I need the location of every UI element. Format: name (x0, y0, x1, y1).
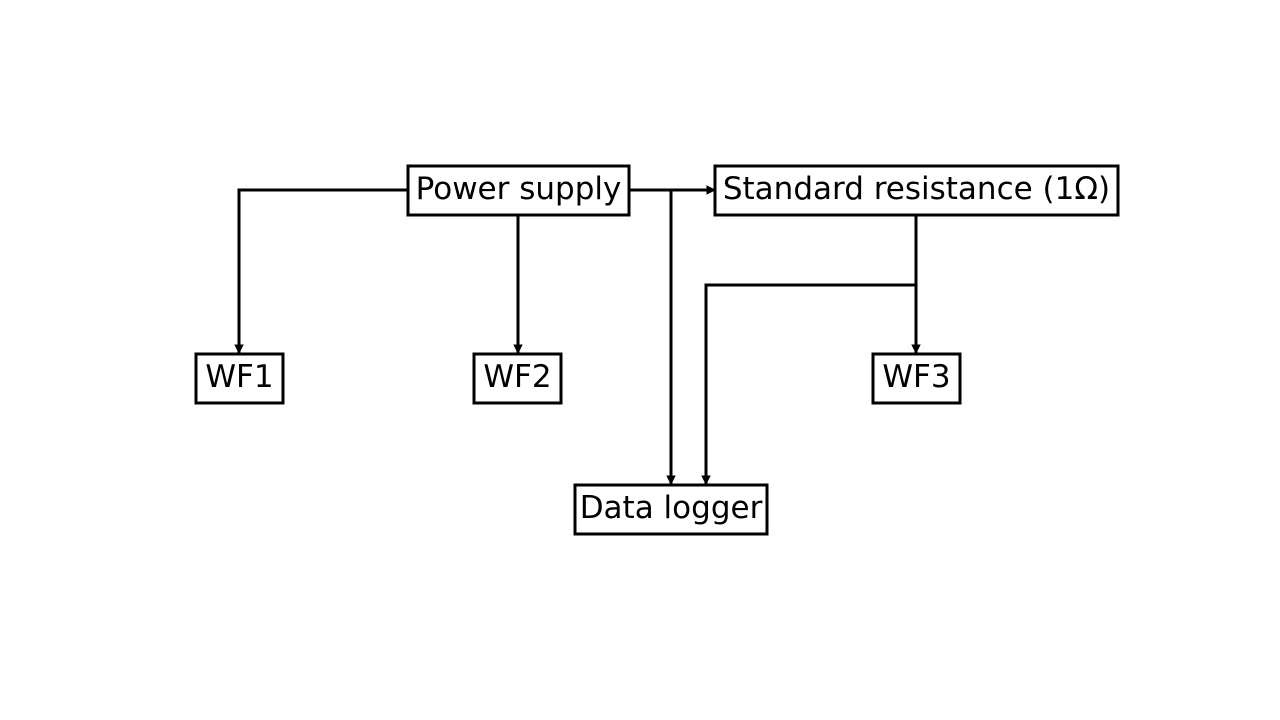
node-wf1: WF1 (194, 352, 285, 405)
node-standard-resistance-label: Standard resistance (1Ω) (723, 171, 1110, 207)
edge-standard-resistance-to-data-logger (701, 283, 916, 485)
node-wf3-label: WF3 (882, 359, 950, 395)
node-wf3: WF3 (871, 352, 962, 405)
node-wf1-label: WF1 (205, 359, 273, 395)
node-wf2: WF2 (472, 352, 563, 405)
node-standard-resistance: Standard resistance (1Ω) (713, 164, 1120, 217)
connectors (234, 185, 921, 485)
node-power-supply-label: Power supply (416, 171, 622, 207)
node-power-supply: Power supply (406, 164, 631, 217)
node-wf2-label: WF2 (483, 359, 551, 395)
node-data-logger: Data logger (573, 483, 769, 536)
edge-power-supply-to-wf1 (234, 188, 409, 354)
node-data-logger-label: Data logger (580, 490, 763, 526)
